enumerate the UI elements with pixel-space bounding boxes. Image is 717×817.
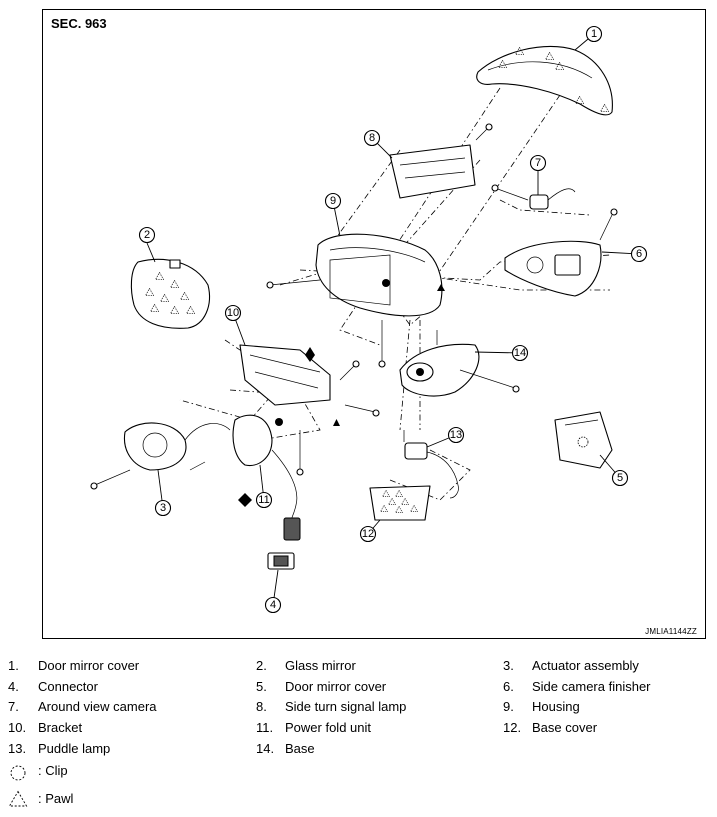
legend-label: Base cover [532, 720, 598, 735]
part-base-cover [369, 485, 431, 521]
callout-4: 4 [264, 596, 282, 614]
svg-text:3: 3 [160, 502, 166, 514]
legend-num: 11. [256, 720, 274, 735]
legend-label: Actuator assembly [532, 658, 639, 673]
svg-text:13: 13 [450, 429, 462, 441]
legend-label: Base [285, 741, 315, 756]
legend-label: Power fold unit [285, 720, 371, 735]
svg-text:5: 5 [617, 472, 623, 484]
part-side-camera-finisher [504, 208, 618, 297]
callout-6: 6 [630, 245, 648, 263]
legend-num: 12. [503, 720, 522, 735]
legend-symbol-label: : Pawl [38, 791, 74, 806]
part-puddle-lamp [403, 430, 459, 499]
svg-text:7: 7 [535, 157, 541, 169]
part-side-turn-signal-lamp [389, 123, 493, 199]
diagram-frame: SEC. 963 JMLIA1144ZZ [42, 9, 706, 639]
svg-text:9: 9 [330, 195, 336, 207]
callout-7: 7 [529, 154, 547, 172]
part-door-mirror-cover [476, 45, 613, 116]
legend-num: 9. [503, 699, 514, 714]
legend-label: Door mirror cover [38, 658, 140, 673]
callout-2: 2 [138, 226, 156, 244]
legend-label: Housing [532, 699, 580, 714]
part-housing [266, 233, 445, 368]
callout-1: 1 [585, 25, 603, 43]
legend-label: Puddle lamp [38, 741, 111, 756]
legend-num: 1. [8, 658, 19, 673]
svg-text:4: 4 [270, 599, 276, 611]
part-door-mirror-cover-lower [554, 411, 613, 469]
svg-text:12: 12 [362, 528, 374, 540]
legend-num: 7. [8, 699, 19, 714]
part-glass-mirror [130, 258, 210, 329]
legend-symbol-label: : Clip [38, 763, 68, 778]
legend-num: 13. [8, 741, 27, 756]
part-actuator-assembly [90, 422, 231, 490]
legend-label: Side camera finisher [532, 679, 651, 694]
figure-code: JMLIA1144ZZ [645, 627, 697, 636]
callout-3: 3 [154, 499, 172, 517]
legend-num: 3. [503, 658, 514, 673]
legend-num: 8. [256, 699, 267, 714]
callout-14: 14 [511, 344, 529, 362]
clip-icon [10, 765, 26, 781]
legend-num: 5. [256, 679, 267, 694]
part-power-fold-unit [232, 414, 304, 541]
svg-text:8: 8 [369, 132, 375, 144]
legend-label: Around view camera [38, 699, 157, 714]
legend-label: Connector [38, 679, 98, 694]
section-label: SEC. 963 [51, 16, 107, 31]
callout-9: 9 [324, 192, 342, 210]
legend-num: 2. [256, 658, 267, 673]
pawl-icon [8, 790, 28, 807]
svg-text:11: 11 [258, 494, 269, 506]
callout-10: 10 [224, 304, 242, 322]
part-connector [267, 552, 295, 570]
exploded-view-drawing: 1 2 3 4 5 6 7 8 9 10 11 12 13 14 [90, 25, 648, 614]
callout-13: 13 [447, 426, 465, 444]
part-base [399, 330, 520, 397]
svg-text:2: 2 [144, 229, 150, 241]
legend-num: 10. [8, 720, 27, 735]
legend-num: 6. [503, 679, 514, 694]
legend-label: Door mirror cover [285, 679, 387, 694]
svg-text:6: 6 [636, 248, 642, 260]
callouts: 1 2 3 4 5 6 7 8 9 10 11 12 13 14 [138, 25, 648, 614]
legend-num: 4. [8, 679, 19, 694]
svg-text:10: 10 [227, 307, 239, 319]
legend-label: Glass mirror [285, 658, 356, 673]
legend-label: Side turn signal lamp [285, 699, 407, 714]
legend-label: Bracket [38, 720, 83, 735]
callout-11: 11 [255, 491, 273, 509]
callout-5: 5 [611, 469, 629, 487]
part-around-view-camera [491, 184, 576, 210]
callout-12: 12 [359, 525, 377, 543]
legend-num: 14. [256, 741, 275, 756]
part-bracket [239, 344, 380, 426]
svg-text:1: 1 [591, 28, 597, 40]
callout-8: 8 [363, 129, 381, 147]
svg-text:14: 14 [514, 347, 526, 359]
